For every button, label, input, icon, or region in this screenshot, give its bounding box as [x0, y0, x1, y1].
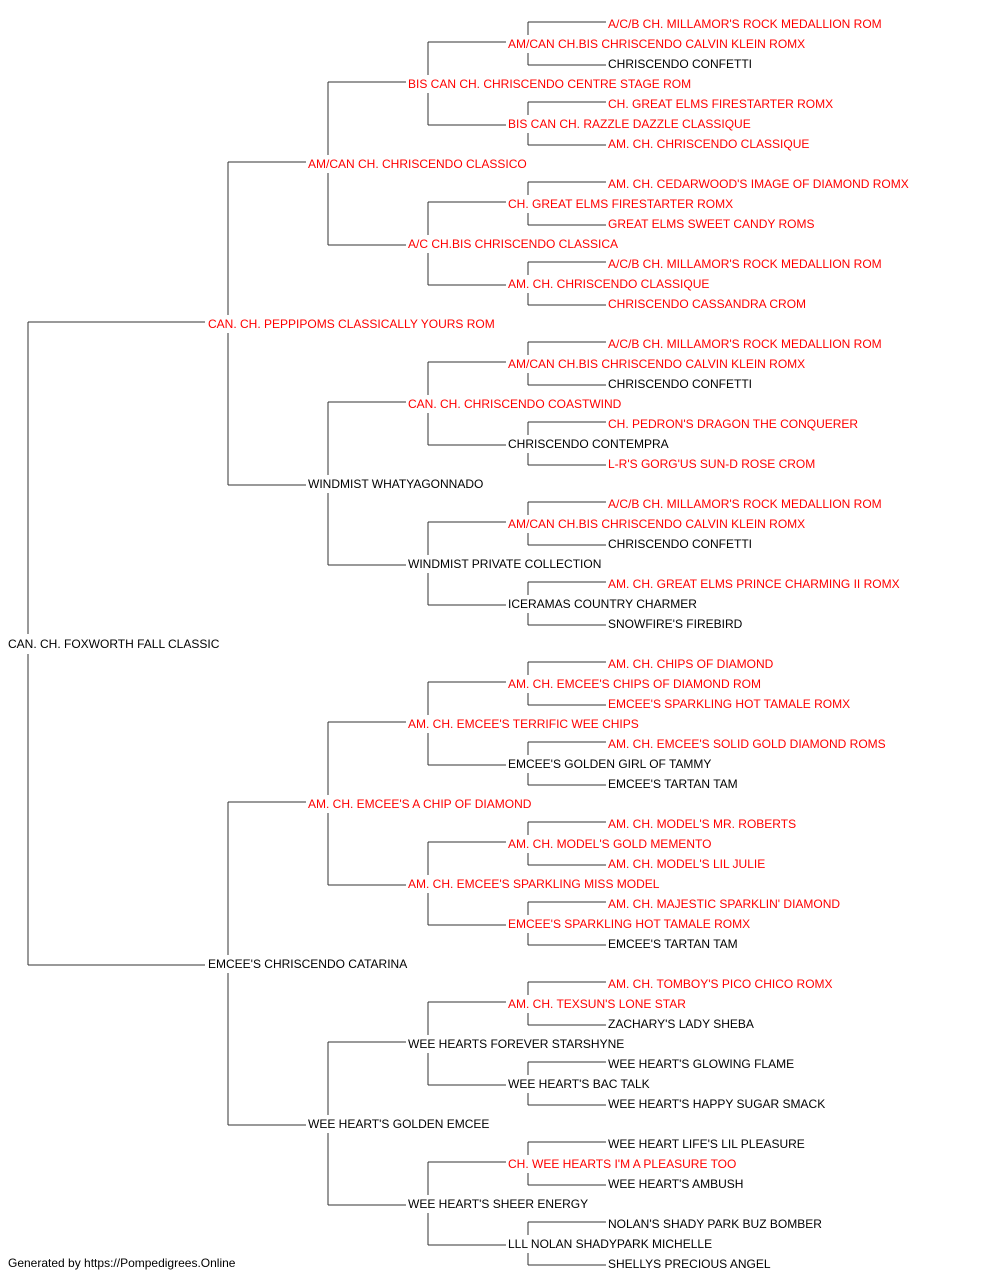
- ancestor-gen5[interactable]: EMCEE'S TARTAN TAM: [608, 937, 738, 951]
- ancestor-gen5[interactable]: EMCEE'S SPARKLING HOT TAMALE ROMX: [608, 697, 850, 711]
- ancestor-gen5[interactable]: ZACHARY'S LADY SHEBA: [608, 1017, 754, 1031]
- ancestor-gen4[interactable]: ICERAMAS COUNTRY CHARMER: [508, 597, 697, 611]
- ancestor-gen4[interactable]: AM. CH. MODEL'S GOLD MEMENTO: [508, 837, 711, 851]
- ancestor-gen2[interactable]: WEE HEART'S GOLDEN EMCEE: [308, 1117, 489, 1131]
- ancestor-gen4[interactable]: WEE HEART'S BAC TALK: [508, 1077, 650, 1091]
- ancestor-gen1[interactable]: EMCEE'S CHRISCENDO CATARINA: [208, 957, 407, 971]
- ancestor-gen5[interactable]: A/C/B CH. MILLAMOR'S ROCK MEDALLION ROM: [608, 497, 882, 511]
- ancestor-gen5[interactable]: CHRISCENDO CONFETTI: [608, 377, 752, 391]
- ancestor-gen5[interactable]: L-R'S GORG'US SUN-D ROSE CROM: [608, 457, 815, 471]
- ancestor-gen5[interactable]: AM. CH. MODEL'S MR. ROBERTS: [608, 817, 796, 831]
- ancestor-gen5[interactable]: CH. GREAT ELMS FIRESTARTER ROMX: [608, 97, 833, 111]
- ancestor-gen5[interactable]: GREAT ELMS SWEET CANDY ROMS: [608, 217, 814, 231]
- dog-name[interactable]: CAN. CH. FOXWORTH FALL CLASSIC: [8, 637, 220, 651]
- ancestor-gen4[interactable]: AM. CH. CHRISCENDO CLASSIQUE: [508, 277, 709, 291]
- ancestor-gen5[interactable]: EMCEE'S TARTAN TAM: [608, 777, 738, 791]
- footer-credit: Generated by https://Pompedigrees.Online: [8, 1256, 236, 1270]
- ancestor-gen1[interactable]: CAN. CH. PEPPIPOMS CLASSICALLY YOURS ROM: [208, 317, 495, 331]
- ancestor-gen3[interactable]: BIS CAN CH. CHRISCENDO CENTRE STAGE ROM: [408, 77, 691, 91]
- ancestor-gen3[interactable]: AM. CH. EMCEE'S SPARKLING MISS MODEL: [408, 877, 660, 891]
- ancestor-gen5[interactable]: AM. CH. CHIPS OF DIAMOND: [608, 657, 774, 671]
- ancestor-gen3[interactable]: CAN. CH. CHRISCENDO COASTWIND: [408, 397, 622, 411]
- ancestor-gen4[interactable]: CH. WEE HEARTS I'M A PLEASURE TOO: [508, 1157, 736, 1171]
- ancestor-gen5[interactable]: AM. CH. TOMBOY'S PICO CHICO ROMX: [608, 977, 833, 991]
- ancestor-gen3[interactable]: AM. CH. EMCEE'S TERRIFIC WEE CHIPS: [408, 717, 639, 731]
- ancestor-gen3[interactable]: WEE HEARTS FOREVER STARSHYNE: [408, 1037, 624, 1051]
- ancestor-gen4[interactable]: AM. CH. TEXSUN'S LONE STAR: [508, 997, 686, 1011]
- ancestor-gen4[interactable]: AM/CAN CH.BIS CHRISCENDO CALVIN KLEIN RO…: [508, 357, 805, 371]
- ancestor-gen5[interactable]: AM. CH. EMCEE'S SOLID GOLD DIAMOND ROMS: [608, 737, 886, 751]
- ancestor-gen4[interactable]: EMCEE'S SPARKLING HOT TAMALE ROMX: [508, 917, 750, 931]
- ancestor-gen4[interactable]: BIS CAN CH. RAZZLE DAZZLE CLASSIQUE: [508, 117, 751, 131]
- ancestor-gen5[interactable]: WEE HEART LIFE'S LIL PLEASURE: [608, 1137, 805, 1151]
- ancestor-gen5[interactable]: WEE HEART'S GLOWING FLAME: [608, 1057, 794, 1071]
- ancestor-gen5[interactable]: SNOWFIRE'S FIREBIRD: [608, 617, 743, 631]
- ancestor-gen5[interactable]: AM. CH. CHRISCENDO CLASSIQUE: [608, 137, 809, 151]
- ancestor-gen5[interactable]: SHELLYS PRECIOUS ANGEL: [608, 1257, 771, 1271]
- ancestor-gen5[interactable]: A/C/B CH. MILLAMOR'S ROCK MEDALLION ROM: [608, 257, 882, 271]
- ancestor-gen5[interactable]: AM. CH. CEDARWOOD'S IMAGE OF DIAMOND ROM…: [608, 177, 909, 191]
- ancestor-gen5[interactable]: AM. CH. MAJESTIC SPARKLIN' DIAMOND: [608, 897, 840, 911]
- ancestor-gen4[interactable]: AM. CH. EMCEE'S CHIPS OF DIAMOND ROM: [508, 677, 761, 691]
- ancestor-gen4[interactable]: CHRISCENDO CONTEMPRA: [508, 437, 669, 451]
- ancestor-gen5[interactable]: WEE HEART'S AMBUSH: [608, 1177, 743, 1191]
- ancestor-gen5[interactable]: CH. PEDRON'S DRAGON THE CONQUERER: [608, 417, 858, 431]
- ancestor-gen4[interactable]: EMCEE'S GOLDEN GIRL OF TAMMY: [508, 757, 711, 771]
- ancestor-gen5[interactable]: AM. CH. MODEL'S LIL JULIE: [608, 857, 765, 871]
- ancestor-gen5[interactable]: CHRISCENDO CASSANDRA CROM: [608, 297, 806, 311]
- ancestor-gen5[interactable]: CHRISCENDO CONFETTI: [608, 537, 752, 551]
- ancestor-gen3[interactable]: WEE HEART'S SHEER ENERGY: [408, 1197, 588, 1211]
- ancestor-gen2[interactable]: WINDMIST WHATYAGONNADO: [308, 477, 483, 491]
- ancestor-gen5[interactable]: A/C/B CH. MILLAMOR'S ROCK MEDALLION ROM: [608, 17, 882, 31]
- ancestor-gen4[interactable]: LLL NOLAN SHADYPARK MICHELLE: [508, 1237, 712, 1251]
- ancestor-gen5[interactable]: CHRISCENDO CONFETTI: [608, 57, 752, 71]
- ancestor-gen3[interactable]: WINDMIST PRIVATE COLLECTION: [408, 557, 601, 571]
- ancestor-gen5[interactable]: WEE HEART'S HAPPY SUGAR SMACK: [608, 1097, 825, 1111]
- ancestor-gen4[interactable]: AM/CAN CH.BIS CHRISCENDO CALVIN KLEIN RO…: [508, 517, 805, 531]
- ancestor-gen2[interactable]: AM. CH. EMCEE'S A CHIP OF DIAMOND: [308, 797, 532, 811]
- ancestor-gen4[interactable]: CH. GREAT ELMS FIRESTARTER ROMX: [508, 197, 733, 211]
- ancestor-gen5[interactable]: AM. CH. GREAT ELMS PRINCE CHARMING II RO…: [608, 577, 900, 591]
- ancestor-gen5[interactable]: A/C/B CH. MILLAMOR'S ROCK MEDALLION ROM: [608, 337, 882, 351]
- ancestor-gen2[interactable]: AM/CAN CH. CHRISCENDO CLASSICO: [308, 157, 527, 171]
- ancestor-gen4[interactable]: AM/CAN CH.BIS CHRISCENDO CALVIN KLEIN RO…: [508, 37, 805, 51]
- ancestor-gen3[interactable]: A/C CH.BIS CHRISCENDO CLASSICA: [408, 237, 618, 251]
- ancestor-gen5[interactable]: NOLAN'S SHADY PARK BUZ BOMBER: [608, 1217, 822, 1231]
